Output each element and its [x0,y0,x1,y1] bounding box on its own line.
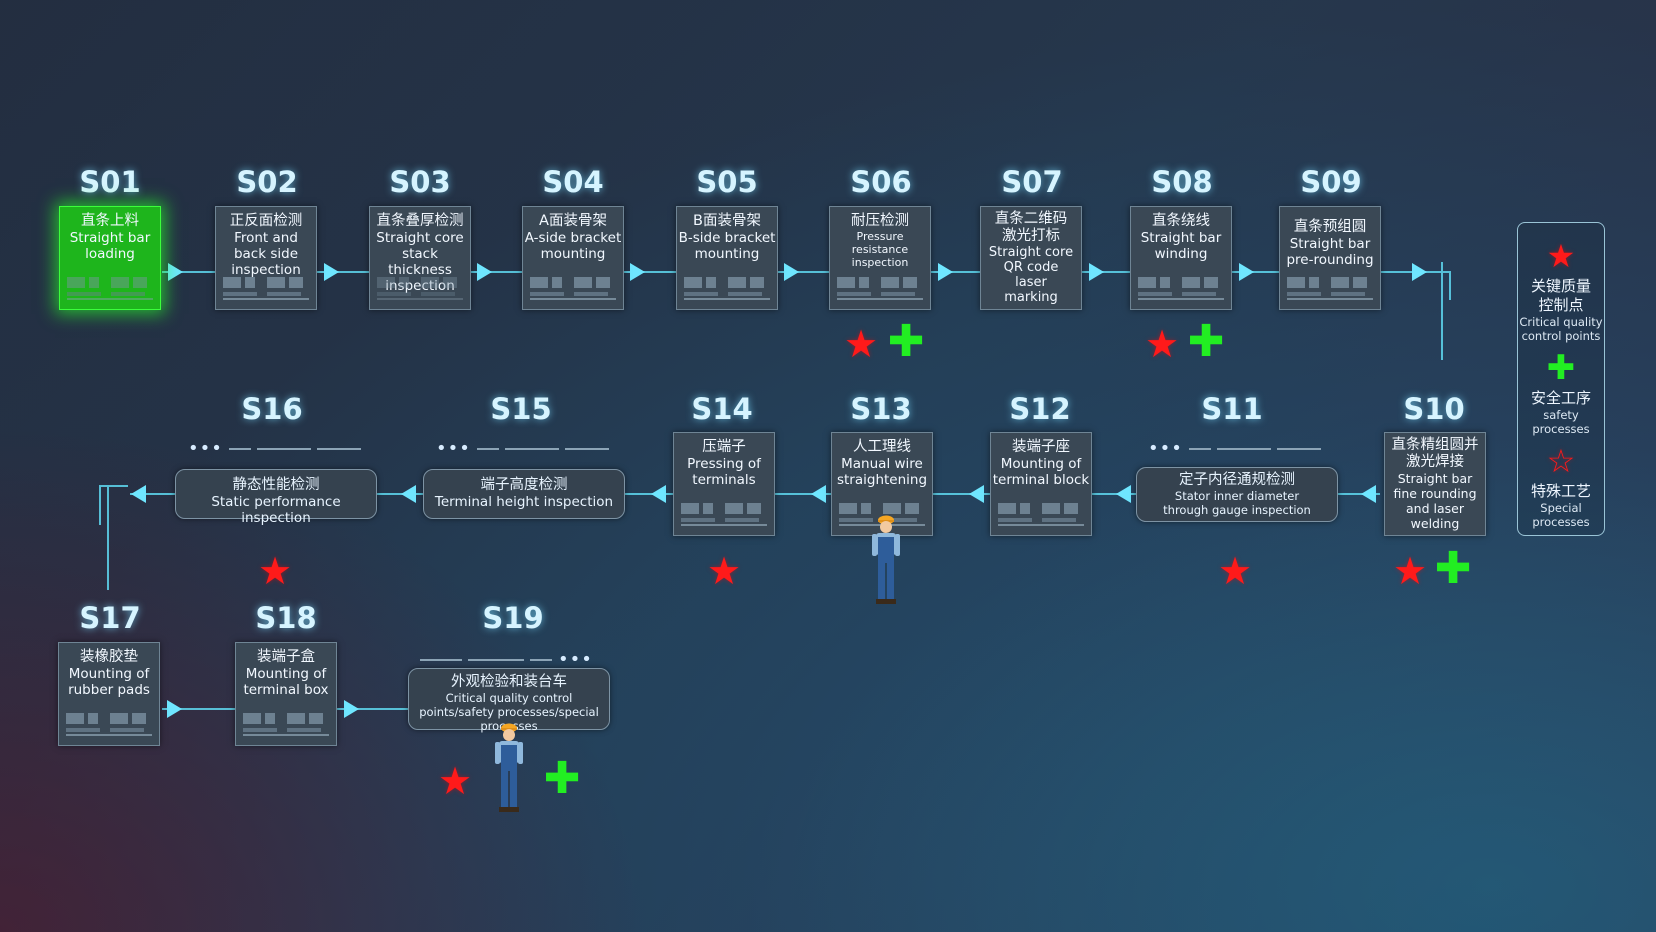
machine-panel-icon [684,277,770,301]
safety-cross-icon: ✚ [1546,348,1576,388]
special-process-outline-star-icon: ☆ [1546,442,1576,480]
station-box-s08[interactable]: 直条绕线 Straight bar winding [1130,206,1232,310]
safety-cross-icon: ✚ [1434,543,1472,594]
station-code-s08: S08 [1151,165,1213,199]
station-code-s07: S07 [1001,165,1063,199]
legend-label-cn: 关键质量 控制点 [1530,277,1591,314]
station-code-s15: S15 [490,392,552,426]
station-box-s07[interactable]: 直条二维码 激光打标 Straight core QR code laser m… [980,206,1082,310]
decor-dashes: ••• [436,440,609,458]
station-box-s02[interactable]: 正反面检测 Front and back side inspection [215,206,317,310]
station-box-s04[interactable]: A面装骨架 A-side bracket mounting [522,206,624,310]
station-code-s03: S03 [389,165,451,199]
station-code-s06: S06 [850,165,912,199]
legend-panel: ★ 关键质量 控制点 Critical quality control poin… [1517,222,1605,536]
worker-icon [495,723,523,812]
station-box-s03[interactable]: 直条叠厚检测 Straight core stack thickness ins… [369,206,471,310]
station-code-s13: S13 [850,392,912,426]
safety-cross-icon: ✚ [887,316,925,367]
station-box-s15[interactable]: 端子高度检测 Terminal height inspection [423,469,625,519]
station-box-s05[interactable]: B面装骨架 B-side bracket mounting [676,206,778,310]
worker-icon [872,515,900,604]
machine-panel-icon [530,277,616,301]
station-box-s18[interactable]: 装端子盒 Mounting of terminal box [235,642,337,746]
safety-cross-icon: ✚ [543,753,581,804]
station-code-s17: S17 [79,601,141,635]
station-code-s19: S19 [482,601,544,635]
critical-quality-star-icon: ★ [257,549,293,593]
machine-panel-icon [998,503,1084,527]
legend-label-cn: 特殊工艺 [1530,482,1591,500]
machine-panel-icon [67,277,153,301]
station-code-s14: S14 [691,392,753,426]
critical-quality-star-icon: ★ [437,759,473,803]
decor-dashes: ••• [188,440,361,458]
legend-label-en: Critical quality control points [1519,315,1603,343]
station-code-s09: S09 [1300,165,1362,199]
machine-panel-icon [681,503,767,527]
machine-panel-icon [837,277,923,301]
critical-quality-star-icon: ★ [843,322,879,366]
legend-label-en: safety processes [1532,408,1590,436]
station-box-s11[interactable]: 定子内径通规检测 Stator inner diameter through g… [1136,467,1338,522]
station-code-s01: S01 [79,165,141,199]
station-box-s19[interactable]: 外观检验和装台车 Critical quality control points… [408,668,610,733]
station-box-s10[interactable]: 直条精组圆并 激光焊接 Straight bar fine rounding a… [1384,432,1486,536]
machine-panel-icon [66,713,152,737]
decor-dashes: ••• [420,651,593,669]
station-box-s09[interactable]: 直条预组圆 Straight bar pre-rounding [1279,206,1381,310]
station-code-s16: S16 [241,392,303,426]
station-box-s06[interactable]: 耐压检测 Pressure resistance inspection [829,206,931,310]
machine-panel-icon [243,713,329,737]
station-box-s12[interactable]: 装端子座 Mounting of terminal block [990,432,1092,536]
critical-quality-star-icon: ★ [1546,237,1576,275]
legend-label-cn: 安全工序 [1530,389,1591,407]
critical-quality-star-icon: ★ [1392,549,1428,593]
station-code-s18: S18 [255,601,317,635]
critical-quality-star-icon: ★ [706,549,742,593]
station-box-s01[interactable]: 直条上料 Straight bar loading [59,206,161,310]
machine-panel-icon [223,277,309,301]
station-code-s04: S04 [542,165,604,199]
machine-panel-icon [1287,277,1373,301]
station-code-s11: S11 [1201,392,1263,426]
station-box-s14[interactable]: 压端子 Pressing of terminals [673,432,775,536]
safety-cross-icon: ✚ [1187,316,1225,367]
station-box-s17[interactable]: 装橡胶垫 Mounting of rubber pads [58,642,160,746]
critical-quality-star-icon: ★ [1217,549,1253,593]
station-code-s12: S12 [1009,392,1071,426]
legend-label-en: Special processes [1532,501,1590,529]
station-code-s10: S10 [1403,392,1465,426]
station-code-s02: S02 [236,165,298,199]
machine-panel-icon [1138,277,1224,301]
station-box-s16[interactable]: 静态性能检测 Static performance inspection [175,469,377,526]
machine-panel-icon [377,277,463,301]
decor-dashes: ••• [1148,440,1321,458]
critical-quality-star-icon: ★ [1144,322,1180,366]
station-code-s05: S05 [696,165,758,199]
